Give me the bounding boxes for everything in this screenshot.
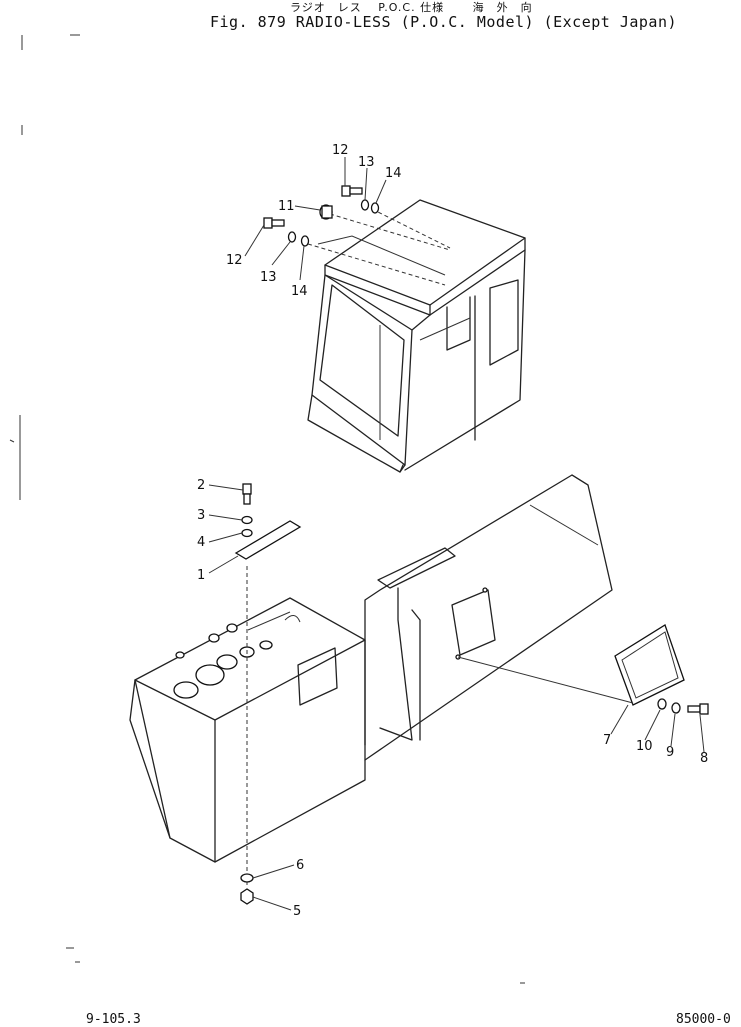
- leader-14-line: [317, 235, 446, 276]
- part-13-washer-lower: [287, 231, 297, 243]
- callout-7: 7: [603, 733, 611, 748]
- callout-6: 6: [296, 858, 304, 873]
- callout-3: 3: [197, 508, 205, 523]
- callout-14-upper: 14: [385, 166, 402, 181]
- callout-12-lower: 12: [226, 253, 243, 268]
- part-4-washer: [241, 528, 253, 538]
- part-14-washer-lower: [300, 235, 310, 247]
- callout-9: 9: [666, 745, 674, 760]
- part-10-washer: [657, 698, 667, 710]
- part-2-bolt: [242, 483, 252, 505]
- part-8-bolt: [687, 703, 709, 715]
- part-12-bolt-lower: [263, 217, 285, 229]
- callout-14-lower: 14: [291, 284, 308, 299]
- footer-left-code: 9-105.3: [86, 1012, 141, 1027]
- part-11-spacer: [319, 204, 333, 220]
- figure-title: Fig. 879 RADIO-LESS (P.O.C. Model) (Exce…: [210, 13, 678, 31]
- callout-11: 11: [278, 199, 295, 214]
- scan-marks: [9, 34, 525, 984]
- part-9-washer: [671, 702, 681, 714]
- part-5-nut: [240, 888, 254, 905]
- part-7-plate: [614, 624, 685, 706]
- footer-right-code: 85000-0: [676, 1012, 731, 1027]
- rear-cover-assembly: [364, 474, 613, 761]
- cab-assembly: [307, 199, 526, 473]
- callout-5: 5: [293, 904, 301, 919]
- callout-12-upper: 12: [332, 143, 349, 158]
- callout-1: 1: [197, 568, 205, 583]
- part-13-washer-upper: [360, 199, 370, 211]
- japanese-title: ラジオ レス P.O.C. 仕様 海 外 向: [290, 1, 533, 14]
- callout-13-upper: 13: [358, 155, 375, 170]
- callout-8: 8: [700, 751, 708, 766]
- part-6-washer: [240, 873, 254, 883]
- part-14-washer-upper: [370, 202, 380, 214]
- console-box: [129, 597, 366, 863]
- callout-4: 4: [197, 535, 205, 550]
- callout-13-lower: 13: [260, 270, 277, 285]
- callout-10: 10: [636, 739, 653, 754]
- leader-11-line: [329, 213, 451, 251]
- leader-lower-line: [307, 243, 446, 286]
- leader-plate-line: [457, 656, 634, 704]
- callout-2: 2: [197, 478, 205, 493]
- part-1-plate: [234, 520, 302, 560]
- part-12-bolt-upper: [341, 185, 363, 197]
- leader-upper-line: [371, 208, 451, 249]
- part-3-washer: [241, 515, 253, 525]
